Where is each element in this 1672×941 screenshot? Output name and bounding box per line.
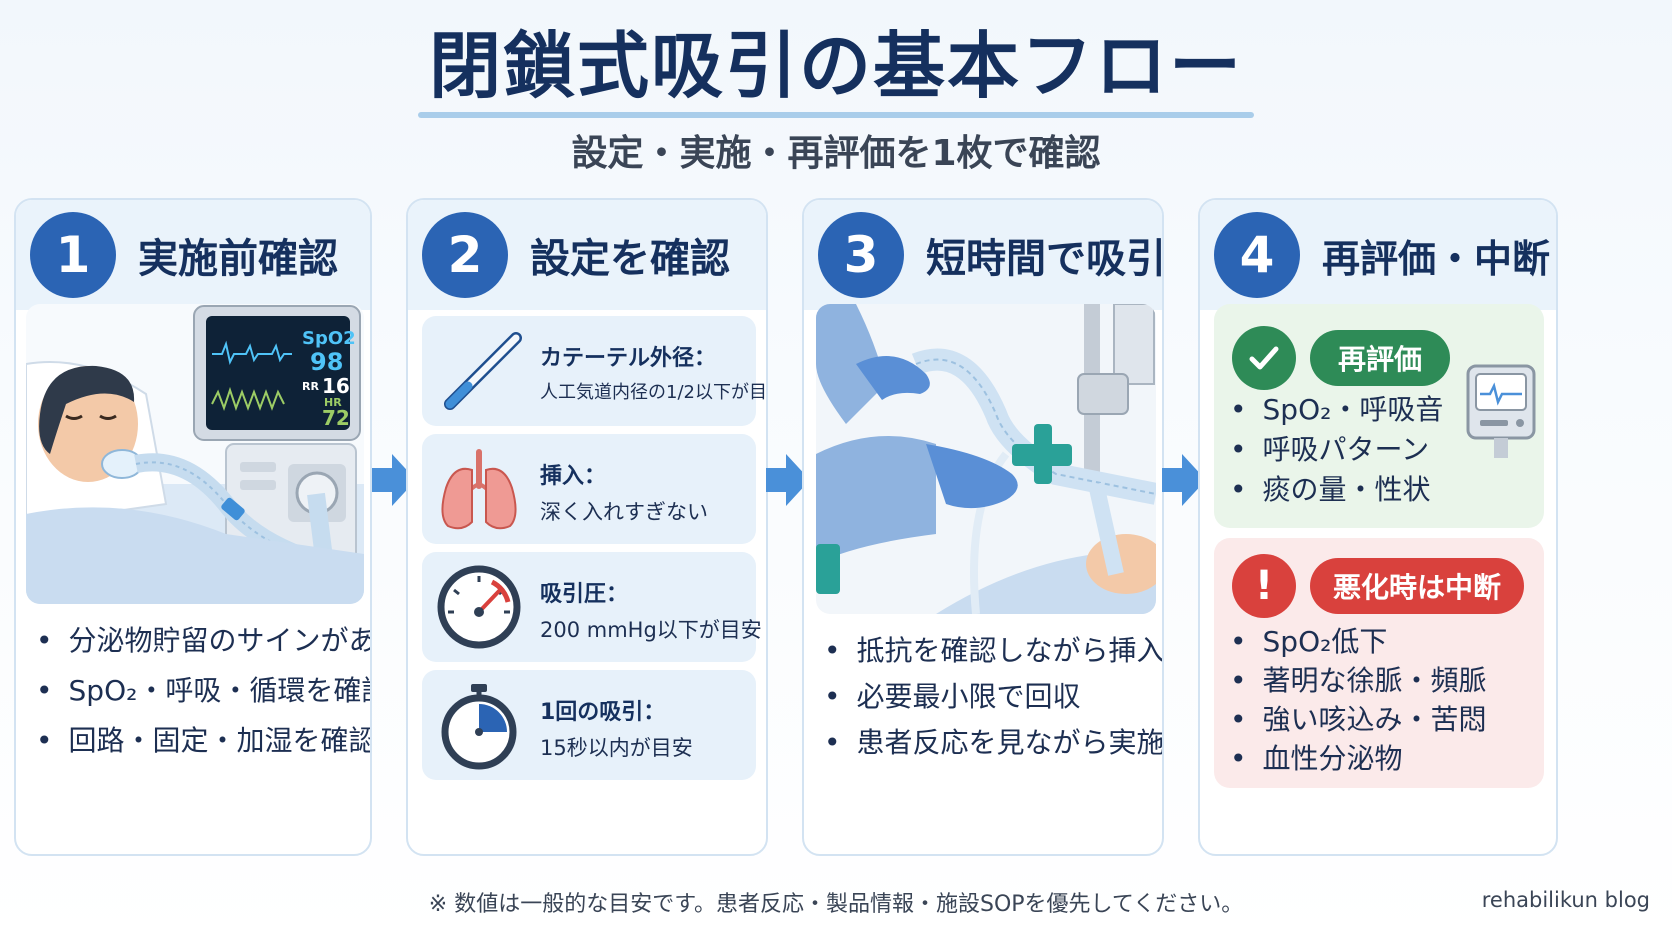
list-item: SpO₂低下 bbox=[1230, 622, 1487, 661]
list-item: 患者反応を見ながら実施 bbox=[824, 720, 1162, 766]
reassess-panel: 再評価 SpO₂・呼吸音 呼吸パターン 痰の量・性状 bbox=[1214, 304, 1544, 528]
setting-label: カテーテル外径： bbox=[540, 346, 717, 371]
list-item: 分泌物貯留のサインがあるか bbox=[36, 616, 370, 666]
pressure-gauge-icon bbox=[437, 565, 521, 649]
setting-label: 1回の吸引： bbox=[540, 700, 666, 725]
step-header-4: 4 再評価・中断 bbox=[1200, 200, 1556, 310]
step-title-1: 実施前確認 bbox=[138, 236, 338, 282]
setting-pressure: 吸引圧： 200 mmHg以下が目安 bbox=[422, 552, 762, 662]
list-item: 呼吸パターン bbox=[1230, 430, 1443, 470]
monitor-icon bbox=[1466, 364, 1536, 458]
list-item: 必要最小限で回収 bbox=[824, 674, 1162, 720]
step-number-1: 1 bbox=[30, 212, 116, 298]
setting-label: 挿入： bbox=[540, 464, 607, 489]
hr-label: HR bbox=[324, 396, 342, 409]
stop-badge: 悪化時は中断 bbox=[1310, 558, 1524, 614]
arrow-right-icon bbox=[766, 454, 810, 506]
step-1-bullets: 分泌物貯留のサインがあるか SpO₂・呼吸・循環を確認 回路・固定・加湿を確認 bbox=[36, 616, 370, 766]
step-card-1: 1 実施前確認 bbox=[14, 198, 372, 856]
rr-label: RR bbox=[302, 380, 319, 393]
step-card-2: 2 設定を確認 カテーテル外径： 人工気道内径の1/2以下が目安 挿入： 深く入… bbox=[406, 198, 768, 856]
lungs-icon bbox=[441, 449, 517, 530]
title-underline bbox=[418, 112, 1254, 118]
list-item: 強い咳込み・苦悶 bbox=[1230, 700, 1487, 739]
list-item: 著明な徐脈・頻脈 bbox=[1230, 661, 1487, 700]
reassess-bullets: SpO₂・呼吸音 呼吸パターン 痰の量・性状 bbox=[1230, 390, 1444, 510]
step-header-3: 3 短時間で吸引 bbox=[804, 200, 1162, 310]
step-title-2: 設定を確認 bbox=[530, 236, 730, 282]
step-card-4: 4 再評価・中断 再評価 SpO₂・呼吸音 呼吸パターン 痰の量・性状 ! 悪化… bbox=[1198, 198, 1558, 856]
step-title-4: 再評価・中断 bbox=[1322, 236, 1551, 281]
arrow-right-icon bbox=[372, 454, 416, 506]
hr-value: 72 bbox=[322, 406, 350, 430]
list-item: 回路・固定・加湿を確認 bbox=[36, 716, 370, 766]
stop-bullets: SpO₂低下 著明な徐脈・頻脈 強い咳込み・苦悶 血性分泌物 bbox=[1230, 622, 1487, 778]
list-item: 血性分泌物 bbox=[1230, 739, 1487, 778]
step-number-2: 2 bbox=[422, 212, 508, 298]
setting-duration: 1回の吸引： 15秒以内が目安 bbox=[422, 670, 756, 780]
stop-panel: ! 悪化時は中断 SpO₂低下 著明な徐脈・頻脈 強い咳込み・苦悶 血性分泌物 bbox=[1214, 538, 1544, 788]
suction-procedure-illustration bbox=[816, 304, 1156, 614]
list-item: SpO₂・呼吸音 bbox=[1230, 390, 1444, 430]
list-item: 痰の量・性状 bbox=[1230, 470, 1443, 510]
step-header-2: 2 設定を確認 bbox=[408, 200, 766, 310]
setting-value: 人工気道内径の1/2以下が目安 bbox=[540, 382, 768, 403]
catheter-icon bbox=[444, 332, 522, 410]
step-card-3: 3 短時間で吸引 抵抗を確認しな bbox=[802, 198, 1164, 856]
step-3-bullets: 抵抗を確認しながら挿入 必要最小限で回収 患者反応を見ながら実施 bbox=[824, 628, 1162, 766]
footer-note: ※ 数値は一般的な目安です。患者反応・製品情報・施設SOPを優先してください。 bbox=[428, 892, 1244, 917]
patient-ventilator-illustration: SpO2 98 RR 16 HR 72 bbox=[26, 304, 364, 604]
check-icon bbox=[1232, 326, 1296, 390]
step-number-4: 4 bbox=[1214, 212, 1300, 298]
page-subtitle: 設定・実施・再評価を1枚で確認 bbox=[571, 133, 1101, 174]
spo2-value: 98 bbox=[310, 348, 344, 376]
step-number-3: 3 bbox=[818, 212, 904, 298]
warning-icon: ! bbox=[1232, 554, 1296, 618]
setting-value: 深く入れすぎない bbox=[540, 500, 708, 524]
rr-value: 16 bbox=[322, 374, 350, 398]
blog-credit: rehabilikun blog bbox=[1481, 888, 1650, 912]
setting-value: 200 mmHg以下が目安 bbox=[540, 618, 762, 642]
stopwatch-icon bbox=[441, 684, 517, 770]
list-item: 抵抗を確認しながら挿入 bbox=[824, 628, 1162, 674]
setting-catheter: カテーテル外径： 人工気道内径の1/2以下が目安 bbox=[422, 316, 766, 426]
setting-insertion: 挿入： 深く入れすぎない bbox=[422, 434, 756, 544]
spo2-label: SpO2 bbox=[302, 328, 356, 349]
list-item: SpO₂・呼吸・循環を確認 bbox=[36, 666, 370, 716]
step-title-3: 短時間で吸引 bbox=[926, 236, 1164, 282]
step-header-1: 1 実施前確認 bbox=[16, 200, 370, 310]
page-title: 閉鎖式吸引の基本フロー bbox=[428, 24, 1243, 108]
reassess-badge: 再評価 bbox=[1310, 330, 1450, 386]
setting-label: 吸引圧： bbox=[540, 582, 629, 607]
setting-value: 15秒以内が目安 bbox=[540, 736, 693, 760]
arrow-right-icon bbox=[1162, 454, 1206, 506]
